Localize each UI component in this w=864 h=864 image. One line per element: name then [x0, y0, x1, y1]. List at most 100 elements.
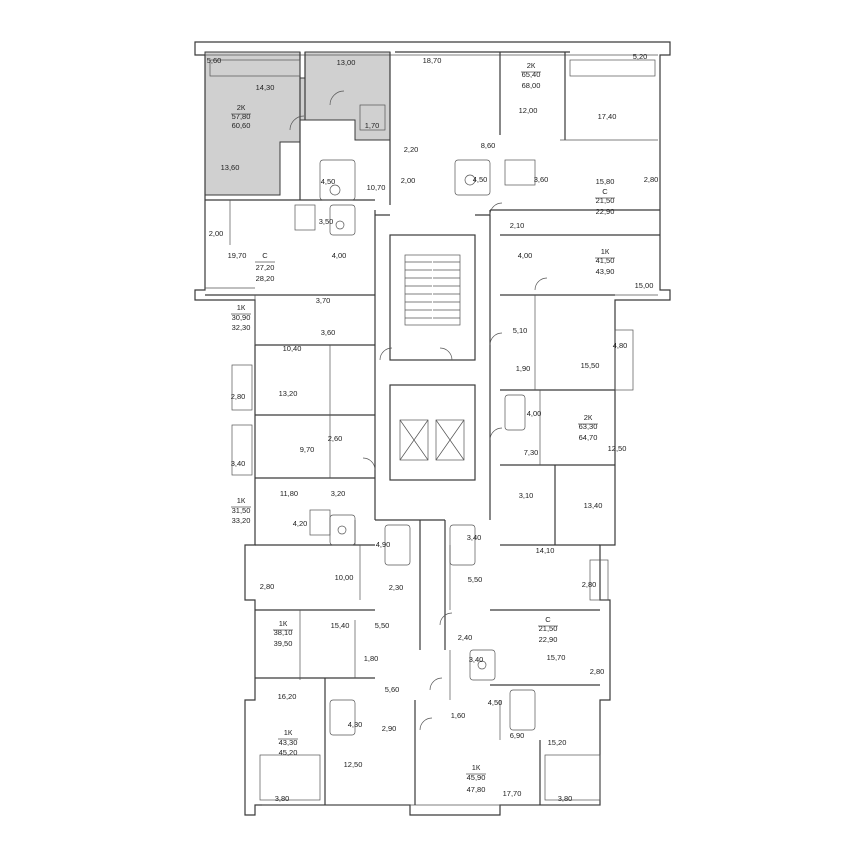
room-area: 4,50: [473, 175, 488, 184]
room-area: 5,60: [207, 56, 222, 65]
room-area: 2,40: [458, 633, 473, 642]
room-area: 17,40: [598, 112, 617, 121]
apt-9-type: 1К: [279, 619, 288, 628]
room-area: 3,60: [534, 175, 549, 184]
room-area: 4,50: [321, 177, 336, 186]
room-area: 2,10: [510, 221, 525, 230]
room-area: 1,70: [365, 121, 380, 130]
room-area: 2,80: [590, 667, 605, 676]
apt-1-living: 57,80: [232, 112, 251, 121]
room-area: 13,40: [584, 501, 603, 510]
room-area: 10,70: [367, 183, 386, 192]
room-area: 17,70: [503, 789, 522, 798]
room-area: 2,60: [328, 434, 343, 443]
room-area: 7,30: [524, 448, 539, 457]
room-area: 2,90: [382, 724, 397, 733]
room-area: 13,20: [279, 389, 298, 398]
room-area: 10,40: [283, 344, 302, 353]
room-area: 11,80: [280, 489, 298, 498]
room-area: 1,60: [451, 711, 466, 720]
apt-2-total: 68,00: [522, 81, 541, 90]
room-area: 3,40: [467, 533, 482, 542]
apt-11-total: 45,20: [279, 748, 298, 757]
selected-apartment-highlight[interactable]: [204, 51, 391, 196]
room-area: 5,10: [513, 326, 528, 335]
apt-5-total: 43,90: [596, 267, 615, 276]
apt-11-living: 43,30: [279, 738, 298, 747]
room-area: 15,00: [635, 281, 654, 290]
lift-hall: [389, 384, 476, 481]
stair-core: [389, 234, 476, 361]
apt-10-total: 22,90: [539, 635, 558, 644]
room-area: 15,70: [547, 653, 566, 662]
room-area: 13,00: [337, 58, 356, 67]
lift-1: [399, 419, 429, 461]
room-area: 2,80: [582, 580, 597, 589]
room-area: 2,20: [404, 145, 419, 154]
room-area: 3,20: [331, 489, 346, 498]
room-area: 2,00: [401, 176, 416, 185]
room-area: 12,50: [608, 444, 627, 453]
apt-7-type: 2К: [584, 413, 593, 422]
room-area: 3,70: [316, 296, 331, 305]
apt-5-living: 41,50: [596, 256, 615, 265]
room-area: 16,20: [278, 692, 297, 701]
apt-8-type: 1К: [237, 496, 246, 505]
building-outline: [194, 41, 671, 816]
apt-2-living: 65,40: [522, 70, 541, 79]
apt-2-type: 2К: [527, 61, 536, 70]
apt-3-total: 22,90: [596, 207, 615, 216]
room-area: 10,00: [335, 573, 354, 582]
apt-4-living: 27,20: [256, 263, 275, 272]
room-area: 3,80: [275, 794, 290, 803]
room-area: 4,50: [488, 698, 503, 707]
room-area: 4,00: [332, 251, 347, 260]
room-area: 14,10: [536, 546, 555, 555]
room-area: 2,30: [389, 583, 404, 592]
room-area: 3,40: [231, 459, 246, 468]
room-area: 13,60: [221, 163, 240, 172]
room-area: 4,90: [376, 540, 391, 549]
room-area: 5,50: [375, 621, 390, 630]
apt-6-total: 32,30: [232, 323, 251, 332]
room-area-labels: 5,60 14,30 13,00 13,60 1,70 2,20 4,50 10…: [207, 52, 659, 803]
apt-3-type: С: [602, 187, 608, 196]
apt-7-total: 64,70: [579, 433, 598, 442]
room-area: 4,20: [293, 519, 308, 528]
apt-7-living: 63,30: [579, 422, 598, 431]
apt-9-total: 39,50: [274, 639, 293, 648]
room-area: 2,80: [260, 582, 275, 591]
apt-12-total: 47,80: [467, 785, 486, 794]
lift-2: [435, 419, 465, 461]
room-area: 12,50: [344, 760, 363, 769]
apartment-labels: 2К 57,80 60,60 2К 65,40 68,00 С 21,50 22…: [232, 61, 615, 794]
apt-5-type: 1К: [601, 247, 610, 256]
room-area: 3,40: [469, 655, 484, 664]
room-area: 4,00: [527, 409, 542, 418]
stair-treads: [405, 261, 460, 319]
apt-11-type: 1К: [284, 728, 293, 737]
apt-10-living: 21,50: [539, 624, 558, 633]
room-area: 3,50: [319, 217, 334, 226]
apt-10-type: С: [545, 615, 551, 624]
apt-12-living: 45,90: [467, 773, 486, 782]
room-area: 14,30: [256, 83, 275, 92]
apt-1-total: 60,60: [232, 121, 251, 130]
apt-8-total: 33,20: [232, 516, 251, 525]
apt-9-living: 38,10: [274, 628, 293, 637]
room-area: 15,50: [581, 361, 600, 370]
room-area: 1,80: [364, 654, 379, 663]
room-area: 4,30: [348, 720, 363, 729]
room-area: 5,60: [385, 685, 400, 694]
apt-6-type: 1К: [237, 303, 246, 312]
sanitary-fixtures: [294, 104, 536, 736]
room-area: 8,60: [481, 141, 496, 150]
room-area: 4,00: [518, 251, 533, 260]
apt-8-living: 31,50: [232, 506, 251, 515]
balconies: [209, 59, 656, 801]
room-area: 2,80: [231, 392, 246, 401]
room-area: 15,20: [548, 738, 567, 747]
apt-4-total: 28,20: [256, 274, 275, 283]
